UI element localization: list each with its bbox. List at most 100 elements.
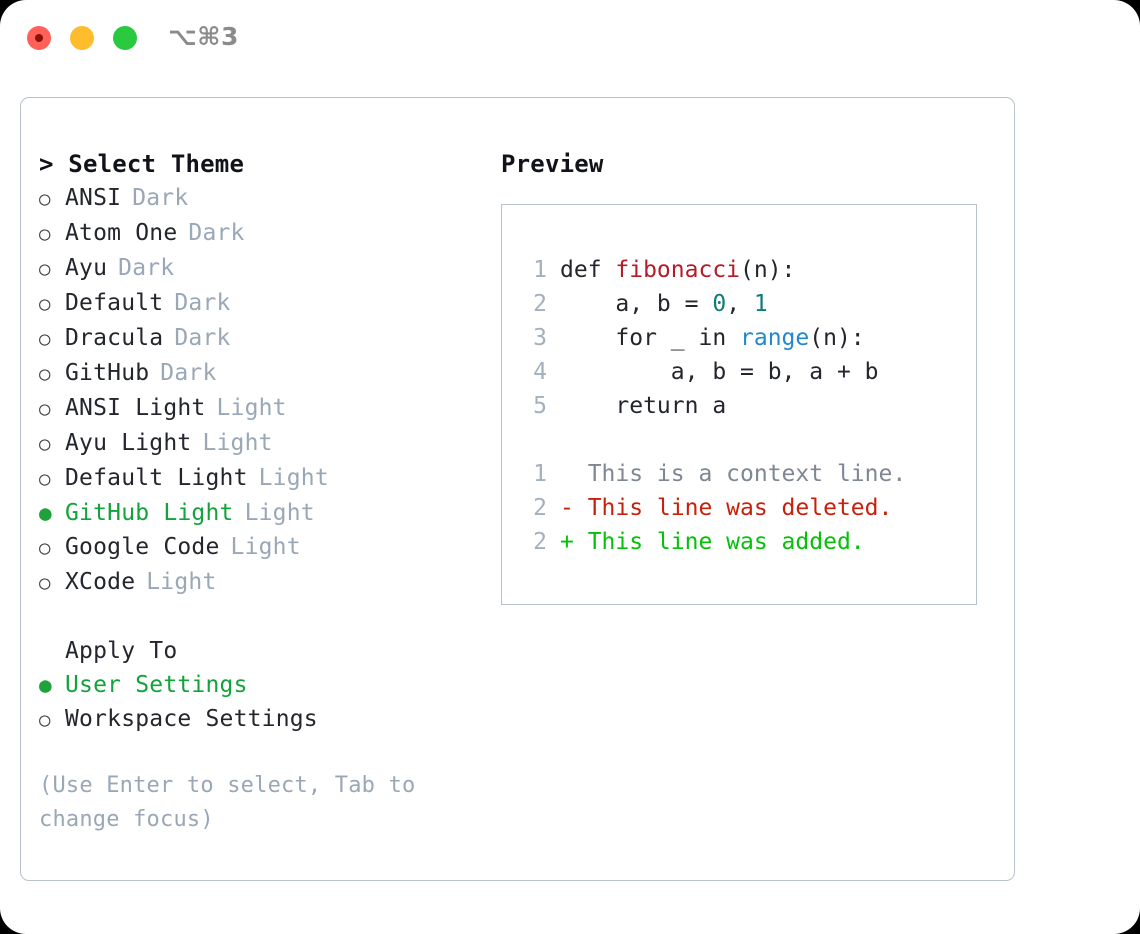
theme-item-badge: Light bbox=[230, 534, 301, 560]
code-diff-separator bbox=[519, 423, 976, 457]
line-number: 1 bbox=[533, 461, 547, 487]
code-token: for _ in bbox=[560, 325, 741, 351]
title-bar: ⌥⌘3 bbox=[0, 0, 1140, 78]
code-line-text: def fibonacci(n): bbox=[560, 253, 795, 287]
radio-unselected-icon: ○ bbox=[39, 363, 51, 385]
radio-unselected-icon: ○ bbox=[39, 328, 51, 350]
radio-unselected-icon: ○ bbox=[39, 293, 51, 315]
code-token: , bbox=[726, 291, 754, 317]
radio-unselected-icon: ○ bbox=[39, 709, 51, 731]
line-number: 2 bbox=[533, 529, 547, 555]
line-number: 2 bbox=[533, 291, 547, 317]
theme-item-label: Default Light bbox=[65, 465, 248, 491]
code-token: fibonacci bbox=[615, 257, 741, 283]
theme-item-label: Ayu Light bbox=[65, 430, 192, 456]
radio-unselected-icon: ○ bbox=[39, 398, 51, 420]
theme-item-label: GitHub bbox=[65, 360, 150, 386]
radio-unselected-icon: ○ bbox=[39, 188, 51, 210]
theme-item-badge: Dark bbox=[188, 220, 245, 246]
theme-item-ayu-light[interactable]: ○ Ayu Light Light bbox=[39, 426, 489, 461]
diff-line-added: 2 + This line was added. bbox=[519, 525, 976, 559]
theme-item-badge: Light bbox=[258, 465, 329, 491]
code-token: (n): bbox=[809, 325, 865, 351]
theme-item-label: Atom One bbox=[65, 220, 178, 246]
radio-unselected-icon: ○ bbox=[39, 433, 51, 455]
code-token: a, b = bbox=[560, 291, 713, 317]
preview-title: Preview bbox=[501, 150, 604, 178]
theme-item-badge: Light bbox=[202, 430, 273, 456]
code-line-text: return a bbox=[560, 389, 726, 423]
keyboard-hint: (Use Enter to select, Tab to change focu… bbox=[39, 773, 416, 832]
radio-unselected-icon: ○ bbox=[39, 537, 51, 559]
line-number: 2 bbox=[533, 495, 547, 521]
keyboard-shortcut-label: ⌥⌘3 bbox=[168, 22, 239, 51]
theme-item-label: Dracula bbox=[65, 325, 164, 351]
apply-to-option-label: Workspace Settings bbox=[65, 706, 318, 732]
theme-item-ansi[interactable]: ○ ANSI Dark bbox=[39, 181, 489, 216]
theme-item-label: Default bbox=[65, 290, 164, 316]
radio-selected-icon: ● bbox=[39, 673, 52, 697]
theme-item-badge: Dark bbox=[132, 185, 189, 211]
theme-item-ayu[interactable]: ○ Ayu Dark bbox=[39, 251, 489, 286]
zoom-button[interactable] bbox=[113, 26, 137, 50]
code-line-text: for _ in range(n): bbox=[560, 321, 865, 355]
theme-item-label: ANSI bbox=[65, 185, 122, 211]
code-line: 2 a, b = 0, 1 bbox=[519, 287, 976, 321]
theme-item-atom-one[interactable]: ○ Atom One Dark bbox=[39, 216, 489, 251]
code-line: 3 for _ in range(n): bbox=[519, 321, 976, 355]
theme-item-label: Google Code bbox=[65, 534, 220, 560]
radio-unselected-icon: ○ bbox=[39, 258, 51, 280]
diff-line-context: 1 This is a context line. bbox=[519, 457, 976, 491]
theme-item-label: Ayu bbox=[65, 255, 108, 281]
theme-item-badge: Light bbox=[146, 569, 217, 595]
theme-item-google-code[interactable]: ○ Google Code Light bbox=[39, 530, 489, 565]
code-line-text: a, b = b, a + b bbox=[560, 355, 879, 389]
apply-to-option-user-settings[interactable]: ●User Settings bbox=[39, 668, 489, 702]
radio-unselected-icon: ○ bbox=[39, 572, 51, 594]
code-line: 5 return a bbox=[519, 389, 976, 423]
minimize-button[interactable] bbox=[70, 26, 94, 50]
line-number: 3 bbox=[533, 325, 547, 351]
theme-item-default-light[interactable]: ○ Default Light Light bbox=[39, 461, 489, 496]
theme-item-badge: Light bbox=[244, 500, 315, 526]
apply-to-option-workspace-settings[interactable]: ○ Workspace Settings bbox=[39, 702, 489, 737]
code-token: range bbox=[740, 325, 810, 351]
diff-line-text: - This line was deleted. bbox=[560, 495, 893, 521]
code-token: (n): bbox=[740, 257, 796, 283]
section-spacer bbox=[39, 600, 489, 634]
theme-item-badge: Dark bbox=[118, 255, 175, 281]
apply-to-list[interactable]: ●User Settings ○ Workspace Settings bbox=[39, 668, 489, 737]
diff-line-text: + This line was added. bbox=[560, 529, 865, 555]
traffic-lights bbox=[27, 26, 137, 50]
theme-item-label: ANSI Light bbox=[65, 395, 206, 421]
code-token: 1 bbox=[753, 291, 768, 317]
theme-item-badge: Dark bbox=[160, 360, 217, 386]
theme-item-dracula[interactable]: ○ Dracula Dark bbox=[39, 321, 489, 356]
code-token: def bbox=[560, 257, 616, 283]
code-line: 1 def fibonacci(n): bbox=[519, 253, 976, 287]
apply-to-title: Apply To bbox=[65, 638, 178, 664]
theme-item-badge: Dark bbox=[174, 325, 231, 351]
select-theme-header: > Select Theme bbox=[39, 150, 245, 178]
code-line-text: a, b = 0, 1 bbox=[560, 287, 768, 321]
code-token: return a bbox=[560, 393, 727, 419]
line-number: 1 bbox=[533, 257, 547, 283]
close-button[interactable] bbox=[27, 26, 51, 50]
line-number: 4 bbox=[533, 359, 547, 385]
radio-unselected-icon: ○ bbox=[39, 468, 51, 490]
radio-unselected-icon: ○ bbox=[39, 223, 51, 245]
diff-sample: 1 This is a context line. 2 - This line wa… bbox=[519, 457, 976, 559]
radio-selected-icon: ● bbox=[39, 501, 52, 525]
theme-item-github[interactable]: ○ GitHub Dark bbox=[39, 356, 489, 391]
